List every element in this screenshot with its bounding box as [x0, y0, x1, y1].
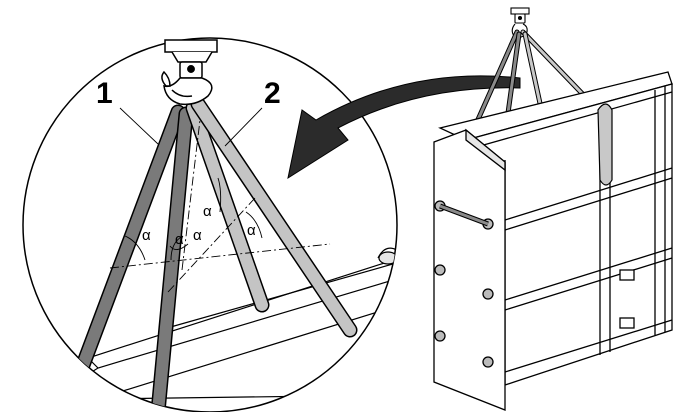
- sling-left-inner: [150, 106, 194, 412]
- hook-pin: [187, 65, 195, 73]
- overview-crate-lift: [433, 7, 673, 411]
- angle-label-center: α: [193, 227, 202, 244]
- sling-right-outer: [190, 96, 358, 338]
- angle-arcs: [124, 177, 263, 261]
- hook-top-plate: [164, 39, 218, 53]
- crane-hook-detail: [161, 39, 218, 106]
- angle-label-left: α: [142, 227, 151, 244]
- hook-mount: [171, 51, 213, 63]
- leader-line-1: [119, 107, 159, 145]
- sling-wrap-back: [597, 103, 613, 186]
- sling-left-outer: [60, 104, 186, 412]
- angle-label-center-left: α: [175, 231, 184, 248]
- hook-tip: [161, 70, 171, 87]
- angle-label-upper: α: [203, 203, 212, 220]
- hook-throat: [171, 89, 193, 98]
- angle-label-right: α: [247, 222, 256, 239]
- callout-2: 2: [264, 77, 281, 110]
- leader-line-2: [224, 107, 263, 147]
- callout-1: 1: [96, 77, 113, 110]
- zoom-arrow: [287, 75, 521, 180]
- angle-reference-lines: [109, 119, 331, 293]
- detail-clipped-content: [23, 96, 397, 412]
- crate-front-panel: [433, 128, 506, 411]
- detail-view: [22, 37, 398, 413]
- sling-right-inner: [185, 100, 270, 313]
